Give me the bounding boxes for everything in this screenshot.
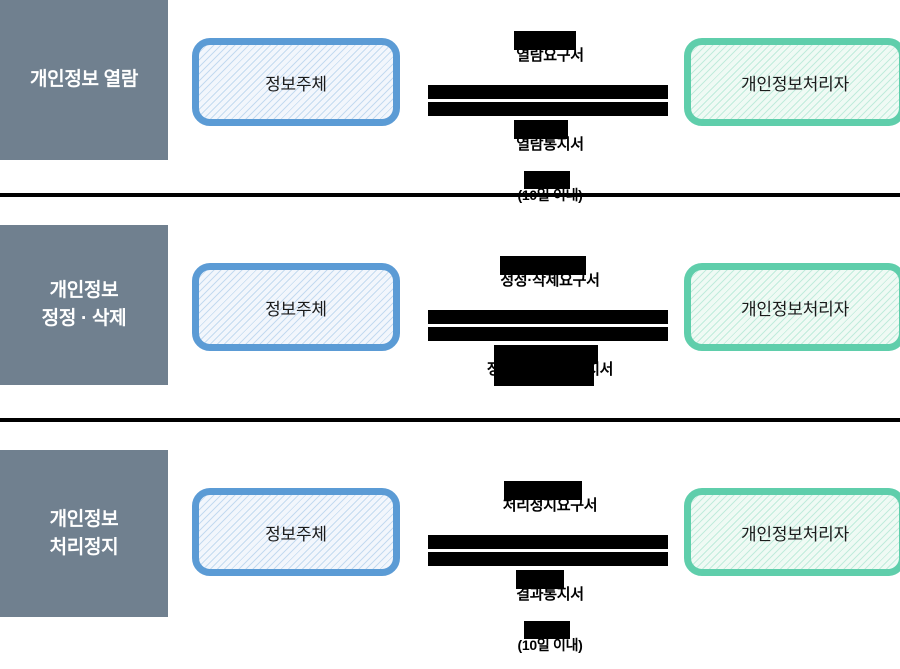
actor-label-data-subject-3: 정보주체	[265, 524, 327, 544]
response-label-processing-suspension: 결과통지서	[420, 569, 680, 621]
actor-label-data-subject-1: 정보주체	[265, 74, 327, 94]
flow-section-processing-suspension: 개인정보 처리정지 정보주체 처리정지요구서 결과통지서 (10일 이내) 개인…	[0, 450, 900, 653]
redaction-block-note-suspension	[524, 620, 570, 639]
category-label-correction-deletion: 개인정보 정정 · 삭제	[41, 280, 127, 329]
actor-box-data-subject-2: 정보주체	[192, 263, 400, 351]
actor-box-controller-3: 개인정보처리자	[684, 488, 900, 576]
redaction-block-request-correction	[500, 256, 586, 275]
actor-box-data-subject-3: 정보주체	[192, 488, 400, 576]
redaction-block-note-access	[524, 170, 570, 189]
arrow-request-correction-redacted	[428, 309, 668, 324]
arrow-response-suspension-redacted	[428, 551, 668, 566]
request-label-access-text: 열람요구서	[516, 47, 584, 65]
redaction-block-response-suspension	[516, 569, 564, 589]
request-label-correction-deletion: 정정·삭제요구서	[420, 255, 680, 307]
flow-middle-access: 열람요구서 열람통지서 (10일 이내)	[420, 30, 680, 219]
section-divider-2	[0, 418, 900, 422]
privacy-rights-flow-diagram: 개인정보 열람 정보주체 열람요구서 열람통지서 (10일 이내) 개인정보처리…	[0, 0, 900, 653]
category-panel-correction-deletion: 개인정보 정정 · 삭제	[0, 225, 168, 385]
request-label-correction-deletion-text: 정정·삭제요구서	[500, 272, 600, 290]
arrow-response-correction-redacted	[428, 326, 668, 341]
actor-box-controller-2: 개인정보처리자	[684, 263, 900, 351]
category-panel-processing-suspension: 개인정보 처리정지	[0, 450, 168, 617]
arrow-response-access-redacted	[428, 101, 668, 116]
actor-box-controller-1: 개인정보처리자	[684, 38, 900, 126]
arrow-request-access-redacted	[428, 84, 668, 99]
actor-label-controller-1: 개인정보처리자	[740, 74, 850, 94]
response-label-correction-deletion: 정정·삭제결과통지서	[420, 344, 680, 413]
response-note-processing-suspension: (10일 이내)	[420, 620, 680, 669]
redaction-block-response-correction-lower	[494, 363, 594, 386]
actor-label-data-subject-2: 정보주체	[265, 299, 327, 319]
actor-box-data-subject-1: 정보주체	[192, 38, 400, 126]
category-label-processing-suspension: 개인정보 처리정지	[49, 508, 119, 558]
redaction-block-request-suspension	[504, 481, 582, 500]
response-label-access: 열람통지서	[420, 119, 680, 171]
category-label-access: 개인정보 열람	[29, 69, 139, 91]
flow-section-correction-deletion: 개인정보 정정 · 삭제 정보주체 정정·삭제요구서 정정·삭제결과통지서 개인…	[0, 225, 900, 420]
response-label-processing-suspension-text: 결과통지서	[516, 586, 584, 603]
request-label-processing-suspension-text: 처리정지요구서	[502, 497, 598, 515]
redaction-block-request-access	[514, 31, 576, 50]
redaction-block-response-access	[514, 119, 568, 139]
flow-middle-processing-suspension: 처리정지요구서 결과통지서 (10일 이내)	[420, 480, 680, 669]
redaction-block-response-correction	[494, 344, 598, 364]
request-label-access: 열람요구서	[420, 30, 680, 82]
request-label-processing-suspension: 처리정지요구서	[420, 480, 680, 532]
actor-label-controller-3: 개인정보처리자	[740, 524, 850, 544]
flow-section-access: 개인정보 열람 정보주체 열람요구서 열람통지서 (10일 이내) 개인정보처리…	[0, 0, 900, 203]
actor-label-controller-2: 개인정보처리자	[740, 299, 850, 319]
response-label-access-text: 열람통지서	[516, 136, 584, 153]
category-panel-access: 개인정보 열람	[0, 0, 168, 160]
section-divider-1	[0, 193, 900, 197]
arrow-request-suspension-redacted	[428, 534, 668, 549]
response-note-processing-suspension-text: (10일 이내)	[517, 636, 583, 653]
flow-middle-correction-deletion: 정정·삭제요구서 정정·삭제결과통지서	[420, 255, 680, 413]
